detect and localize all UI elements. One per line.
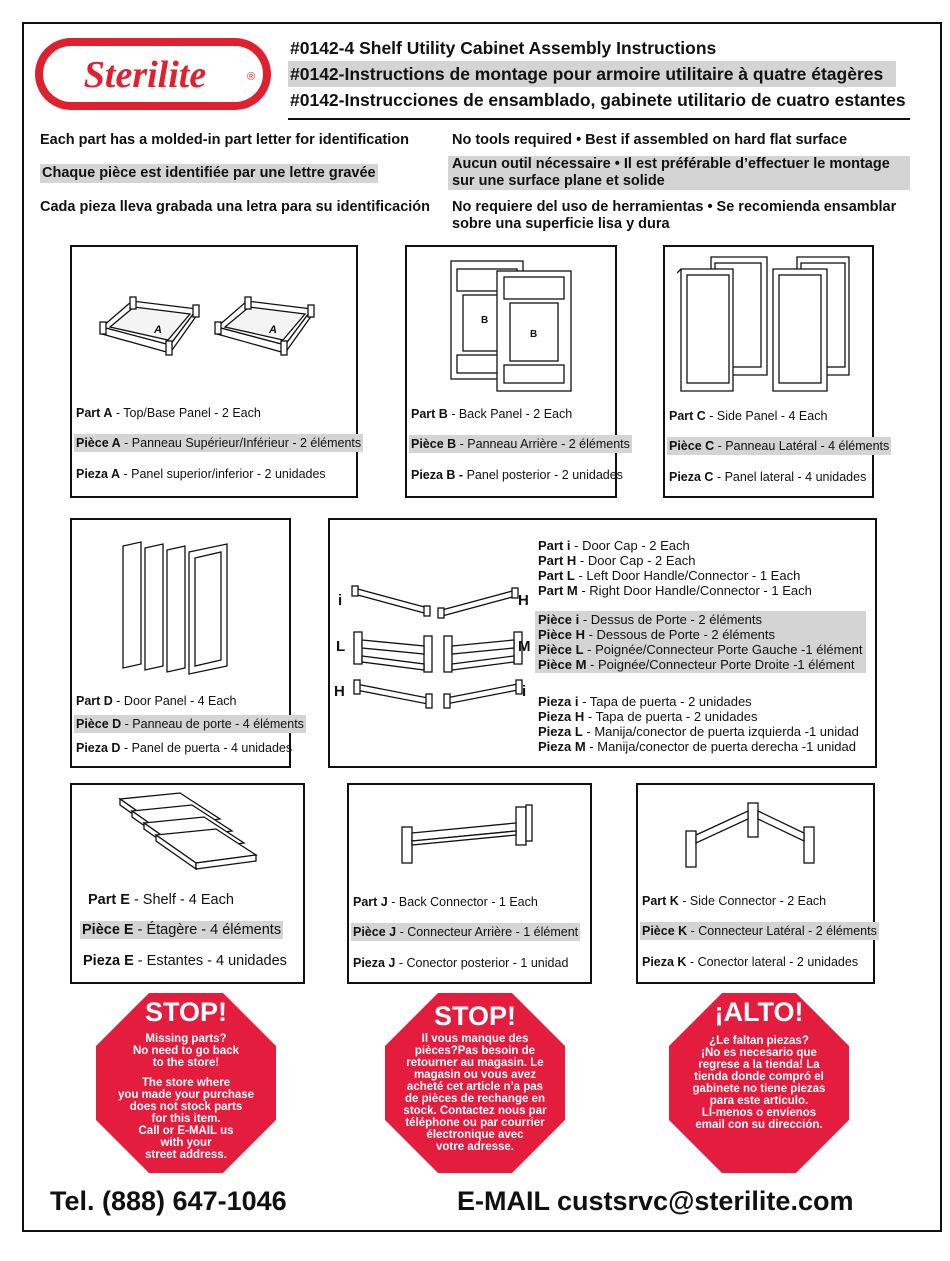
connectors-list-es: Pieza i - Tapa de puerta - 2 unidades Pi… — [538, 694, 859, 754]
title-en: #0142-4 Shelf Utility Cabinet Assembly I… — [290, 38, 717, 58]
part-c-label-es: Pieza C - Panel lateral - 4 unidades — [669, 470, 867, 484]
title-fr: #0142-Instructions de montage pour armoi… — [288, 61, 896, 87]
footer-phone: Tel. (888) 647-1046 — [50, 1186, 287, 1216]
brand-mark: ® — [247, 71, 255, 83]
shelf-illustration — [118, 792, 258, 871]
connectors-panel: i H L M H i Part i - Door Cap - 2 Each P… — [328, 518, 877, 768]
part-a-label-en: Part A - Top/Base Panel - 2 Each — [76, 406, 261, 420]
back-panel-illustration: B B — [450, 260, 572, 392]
letter-h-bottom: H — [334, 683, 345, 700]
part-j-panel: Part J - Back Connector - 1 Each Pièce J… — [347, 783, 592, 984]
intro-left-es: Cada pieza lleva grabada una letra para … — [40, 199, 431, 215]
back-connector-illustration — [401, 804, 533, 864]
part-c-panel: Part C - Side Panel - 4 Each Pièce C - P… — [663, 245, 892, 498]
side-panel-illustration — [677, 256, 850, 392]
stop-heading-es: ¡ALTO! — [714, 997, 804, 1027]
intro-right-fr: Aucun outil nécessaire • Il est préférab… — [448, 156, 910, 190]
intro-right-en: No tools required • Best if assembled on… — [452, 132, 848, 148]
intro-right-es: No requiere del uso de herramientas • Se… — [452, 199, 897, 232]
part-j-label-en: Part J - Back Connector - 1 Each — [353, 895, 538, 909]
connectors-list-fr: Pièce i - Dessus de Porte - 2 éléments P… — [535, 611, 866, 673]
part-e-label-en: Part E - Shelf - 4 Each — [88, 892, 234, 908]
page-frame — [22, 22, 942, 1232]
part-a-label-fr: Pièce A - Panneau Supérieur/Inférieur - … — [74, 434, 364, 452]
stop-octagon-icon — [669, 993, 849, 1173]
part-d-panel: Part D - Door Panel - 4 Each Pièce D - P… — [70, 518, 306, 768]
part-e-label-fr: Pièce E - Étagère - 4 éléments — [80, 921, 284, 939]
part-b-letter-1: B — [481, 315, 488, 326]
side-connector-illustration — [685, 802, 815, 868]
part-c-label-fr: Pièce C - Panneau Latéral - 4 éléments — [667, 437, 892, 455]
intro-left-fr: Chaque pièce est identifiée par une lett… — [40, 164, 378, 183]
part-k-panel: Part K - Side Connector - 2 Each Pièce K… — [636, 783, 879, 984]
brand-text: Sterilite — [84, 54, 207, 96]
letter-l: L — [336, 638, 346, 655]
stop-heading-en: STOP! — [144, 997, 227, 1027]
part-a-letter-1: A — [153, 324, 162, 336]
part-d-label-fr: Pièce D - Panneau de porte - 4 éléments — [74, 715, 306, 733]
part-e-panel: Part E - Shelf - 4 Each Pièce E - Étagèr… — [70, 783, 305, 984]
part-b-panel: B B Part B - Back Panel - 2 Each Pièce B… — [405, 245, 632, 498]
part-d-label-es: Pieza D - Panel de puerta - 4 unidades — [76, 741, 293, 755]
top-base-panel-illustration: A A — [99, 296, 315, 356]
stop-octagon-icon — [385, 993, 565, 1173]
part-a-label-es: Pieza A - Panel superior/inferior - 2 un… — [76, 467, 326, 481]
part-b-letter-2: B — [530, 329, 537, 340]
footer-email: E-MAIL custsrvc@sterilite.com — [457, 1186, 854, 1216]
part-k-label-es: Pieza K - Conector lateral - 2 unidades — [642, 955, 859, 969]
sterilite-logo: Sterilite ® — [35, 38, 271, 110]
letter-i-top: i — [338, 592, 343, 609]
letter-i-bottom: i — [522, 683, 527, 700]
part-k-label-fr: Pièce K - Connecteur Latéral - 2 élément… — [640, 922, 879, 940]
door-panel-illustration — [122, 541, 228, 675]
letter-h-top: H — [518, 592, 529, 609]
title-block: #0142-4 Shelf Utility Cabinet Assembly I… — [288, 35, 918, 113]
part-j-label-es: Pieza J - Conector posterior - 1 unidad — [353, 956, 569, 970]
stop-octagon-icon — [96, 993, 276, 1173]
stop-heading-fr: STOP! — [433, 1001, 516, 1031]
letter-m: M — [518, 638, 531, 655]
part-d-label-en: Part D - Door Panel - 4 Each — [76, 694, 237, 708]
part-b-label-fr: Pièce B - Panneau Arrière - 2 éléments — [409, 435, 632, 453]
part-b-label-en: Part B - Back Panel - 2 Each — [411, 407, 573, 421]
title-es: #0142-Instrucciones de ensamblado, gabin… — [290, 90, 906, 110]
intro-left-en: Each part has a molded-in part letter fo… — [40, 132, 409, 148]
connectors-list-en: Part i - Door Cap - 2 Each Part H - Door… — [538, 538, 812, 598]
part-a-panel: A A Part A - Top/Base Panel - 2 Each Piè… — [70, 245, 364, 498]
part-k-label-en: Part K - Side Connector - 2 Each — [642, 894, 827, 908]
door-cap-handle-illustration — [351, 585, 523, 709]
part-j-label-fr: Pièce J - Connecteur Arrière - 1 élément — [351, 923, 581, 941]
part-e-label-es: Pieza E - Estantes - 4 unidades — [83, 953, 287, 969]
stop-sign-es: ¡ALTO! ¿Le faltan piezas?¡No es necesari… — [669, 993, 849, 1173]
header-rule — [288, 118, 910, 120]
part-a-letter-2: A — [268, 324, 277, 336]
part-c-label-en: Part C - Side Panel - 4 Each — [669, 409, 828, 423]
part-b-label-es: Pieza B - Panel posterior - 2 unidades — [411, 468, 623, 482]
